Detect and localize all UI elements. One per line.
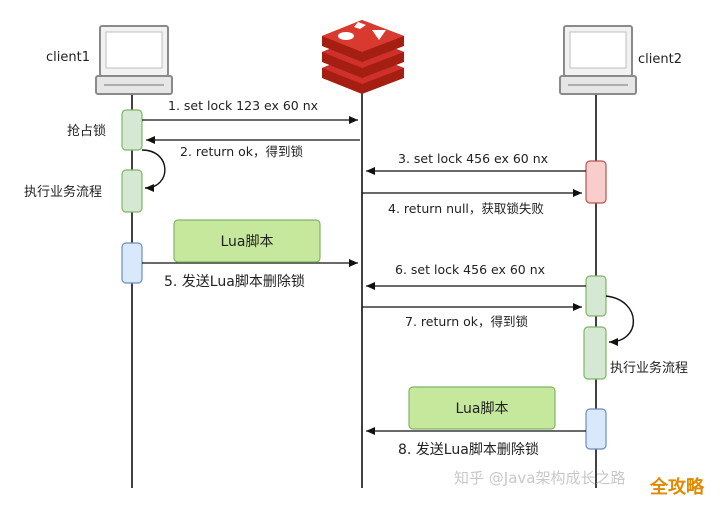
message-5-label: 5. 发送Lua脚本删除锁 xyxy=(164,274,305,290)
message-2-label: 2. return ok，得到锁 xyxy=(180,144,303,159)
client1-activation-lua xyxy=(121,242,143,284)
client2-label: client2 xyxy=(638,52,682,67)
client1-activation-exec xyxy=(121,169,143,213)
message-3-label: 3. set lock 456 ex 60 nx xyxy=(398,151,548,166)
watermark: 知乎 @Java架构成长之路 全攻略 xyxy=(454,469,714,499)
lua-script-box-1 xyxy=(173,219,321,263)
client1-self-call-arrow xyxy=(141,149,166,192)
lua-script-box-1-label: Lua脚本 xyxy=(220,234,273,250)
watermark-badge-bg xyxy=(644,471,714,499)
client2-activation-lua xyxy=(585,408,607,450)
client1-activation-grab xyxy=(121,109,143,151)
watermark-badge: 全攻略 xyxy=(649,476,705,498)
client2-activation-fail xyxy=(585,160,607,204)
client2-exec-note: 执行业务流程 xyxy=(610,360,688,376)
watermark-text: 知乎 @Java架构成长之路 xyxy=(454,469,625,487)
message-6-label: 6. set lock 456 ex 60 nx xyxy=(395,262,545,277)
computer-icon xyxy=(95,25,173,95)
message-7-label: 7. return ok，得到锁 xyxy=(405,314,528,329)
lua-script-box-2-label: Lua脚本 xyxy=(455,401,508,417)
message-8-label: 8. 发送Lua脚本删除锁 xyxy=(398,442,539,458)
client2-self-call-arrow xyxy=(605,295,634,346)
client1-exec-note: 执行业务流程 xyxy=(24,184,102,200)
client1-grab-note: 抢占锁 xyxy=(67,123,106,139)
redis-logo-icon xyxy=(322,20,404,94)
message-1-label: 1. set lock 123 ex 60 nx xyxy=(168,98,318,113)
computer-icon xyxy=(559,25,637,95)
client1-label: client1 xyxy=(46,50,90,65)
lua-script-box-2 xyxy=(408,386,556,430)
client2-activation-grab xyxy=(585,275,607,317)
client2-activation-exec xyxy=(583,326,607,380)
message-4-label: 4. return null，获取锁失败 xyxy=(388,201,544,216)
